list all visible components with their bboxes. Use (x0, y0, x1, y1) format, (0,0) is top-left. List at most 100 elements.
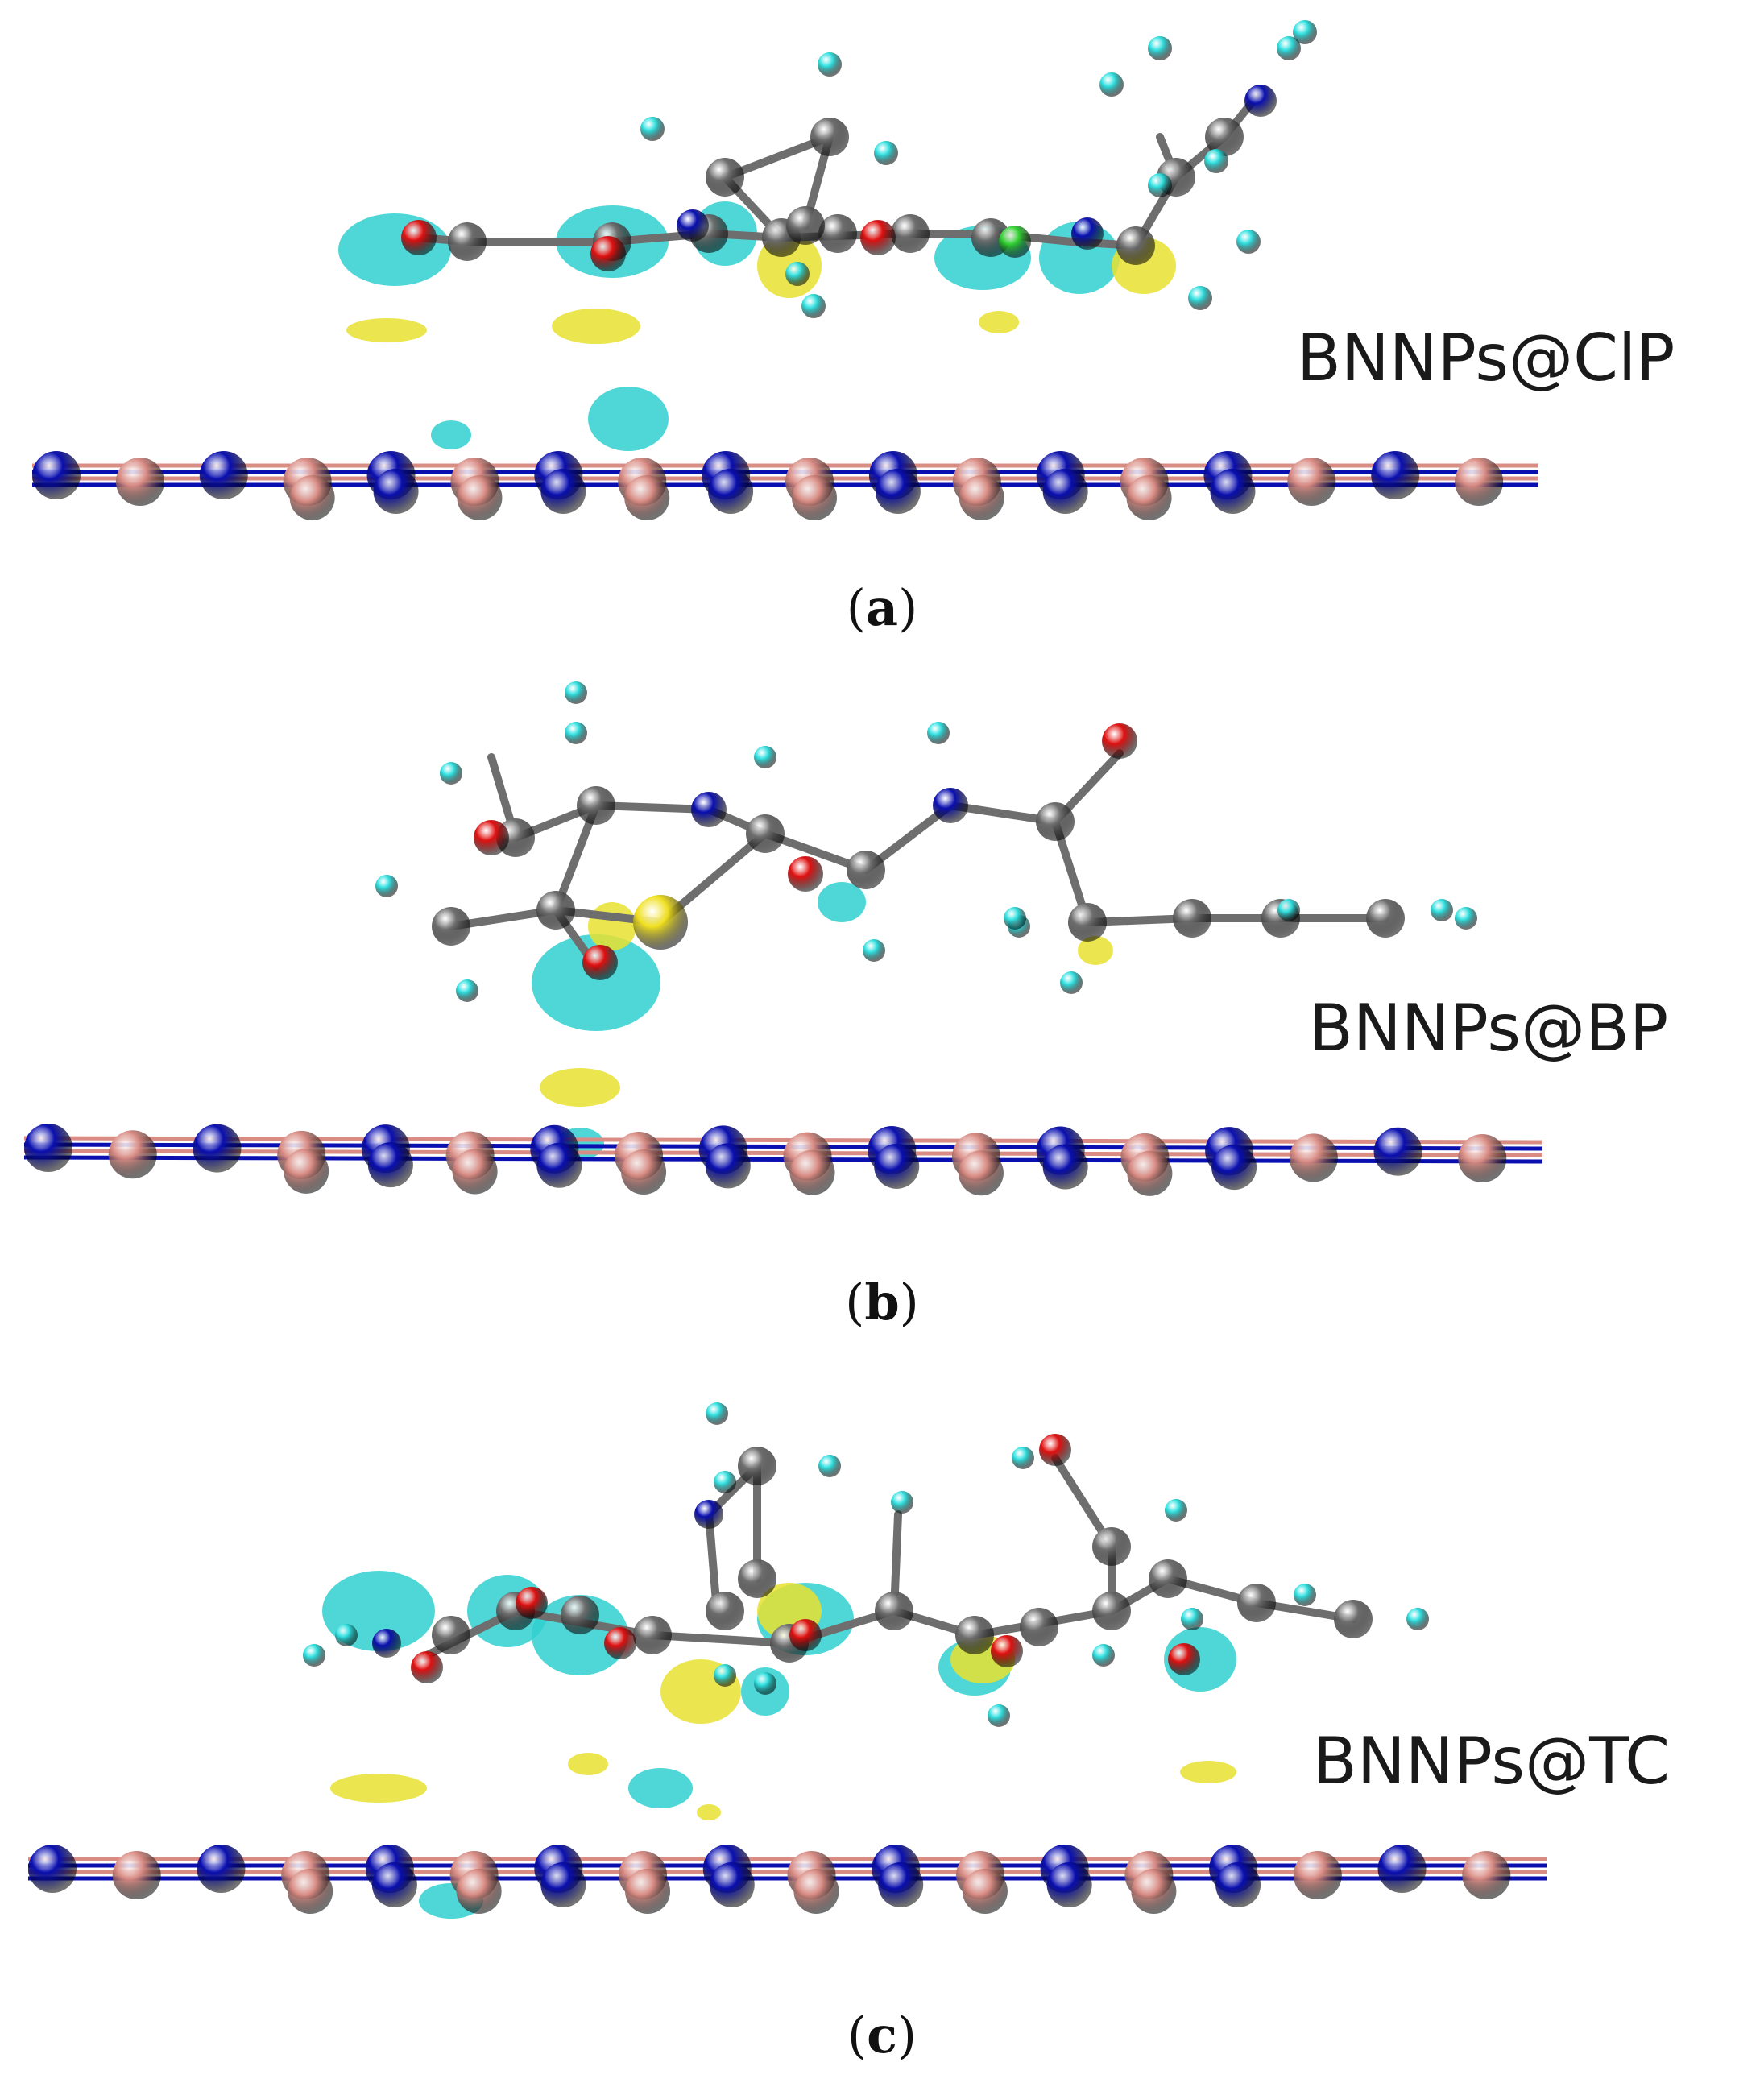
carbon-atom (432, 907, 470, 946)
carbon-atom (875, 1592, 913, 1630)
boron-atom (452, 1149, 498, 1195)
nitrogen-atom (373, 469, 419, 514)
boron-atom (959, 475, 1004, 520)
hydrogen-atom (1165, 1499, 1187, 1522)
boron-atom (1127, 1150, 1173, 1196)
boron-atom (284, 1148, 329, 1194)
chlorine-atom (999, 226, 1031, 258)
hydrogen-atom (565, 681, 587, 704)
isosurface-negative (338, 213, 451, 286)
oxygen-atom (991, 1635, 1023, 1667)
carbon-atom (746, 814, 785, 853)
oxygen-atom (1102, 723, 1137, 759)
hydrogen-atom (1277, 899, 1300, 921)
boron-atom (1126, 475, 1172, 520)
oxygen-atom (411, 1651, 443, 1683)
boron-atom (1462, 1851, 1511, 1899)
hydrogen-atom (640, 117, 665, 141)
carbon-atom (1068, 903, 1107, 942)
hydrogen-atom (927, 722, 950, 744)
hydrogen-atom (1293, 20, 1317, 44)
nitrogen-atom (874, 1143, 920, 1189)
carbon-atom (818, 214, 857, 253)
isosurface-positive (346, 318, 427, 342)
isosurface-negative (588, 387, 669, 451)
isosurface-negative (431, 420, 471, 449)
hydrogen-atom (1431, 899, 1453, 921)
nitrogen-atom (372, 1629, 401, 1658)
panel-b-structure (23, 681, 1543, 1196)
carbon-atom (706, 158, 744, 197)
carbon-atom (955, 1616, 994, 1654)
nitrogen-atom (32, 451, 81, 499)
boron-atom (624, 475, 670, 520)
carbon-atom (536, 891, 575, 930)
nitrogen-atom (193, 1124, 242, 1173)
panel-c-structure (28, 1402, 1547, 1919)
boron-atom (457, 475, 503, 520)
oxygen-atom (590, 236, 626, 271)
hydrogen-atom (1277, 36, 1301, 60)
nitrogen-atom (1244, 85, 1277, 117)
oxygen-atom (788, 856, 823, 892)
boron-atom (115, 458, 164, 506)
isosurface-negative (628, 1768, 693, 1808)
oxygen-atom (789, 1619, 822, 1651)
nitrogen-atom (1371, 451, 1420, 499)
boron-atom (1458, 1134, 1507, 1182)
hydrogen-atom (863, 939, 885, 962)
sheet-bond (23, 1142, 1543, 1151)
nitrogen-atom (708, 469, 754, 514)
hydrogen-atom (1181, 1608, 1203, 1630)
carbon-atom (1366, 899, 1405, 938)
panel-c: BNNPs@TC (c) (0, 1369, 1764, 2083)
oxygen-atom (860, 220, 896, 255)
boron-atom (621, 1149, 667, 1195)
hydrogen-atom (1455, 907, 1477, 930)
isosurface-positive (540, 1068, 620, 1107)
boron-atom (108, 1130, 157, 1179)
nitrogen-atom (933, 788, 968, 823)
oxygen-atom (474, 820, 509, 855)
boron-atom (456, 1869, 502, 1914)
boron-atom (1455, 458, 1504, 506)
hydrogen-atom (1236, 230, 1261, 254)
caption-b: (b) (845, 1273, 919, 1331)
hydrogen-atom (801, 294, 826, 318)
nitrogen-atom (677, 209, 709, 242)
hydrogen-atom (1092, 1644, 1115, 1667)
sheet-bond (23, 1136, 1543, 1145)
hydrogen-atom (375, 875, 398, 897)
carbon-atom (891, 214, 930, 253)
nitrogen-atom (24, 1124, 72, 1172)
boron-atom (625, 1869, 671, 1914)
oxygen-atom (1168, 1643, 1200, 1675)
hydrogen-atom (1294, 1584, 1316, 1606)
bond (648, 1631, 793, 1647)
boron-atom (789, 1149, 835, 1195)
nitrogen-atom (1377, 1845, 1427, 1893)
caption-c-letter: c (867, 2006, 897, 2064)
carbon-atom (577, 786, 615, 825)
isosurface-positive (697, 1804, 721, 1820)
hydrogen-atom (1188, 286, 1212, 310)
hydrogen-atom (714, 1664, 736, 1687)
hydrogen-atom (1148, 173, 1172, 197)
hydrogen-atom (714, 1471, 736, 1493)
hydrogen-atom (335, 1624, 358, 1646)
nitrogen-atom (367, 1142, 413, 1188)
hydrogen-atom (1012, 1447, 1034, 1469)
boron-atom (1293, 1851, 1342, 1899)
nitrogen-atom (1373, 1127, 1422, 1176)
carbon-atom (448, 222, 487, 261)
panel-a: BNNPs@ClP (a) (0, 0, 1764, 644)
nitrogen-atom (705, 1143, 751, 1189)
carbon-atom (847, 851, 885, 889)
nitrogen-atom (1215, 1862, 1261, 1907)
hydrogen-atom (1099, 72, 1124, 97)
carbon-atom (1334, 1600, 1373, 1638)
nitrogen-atom (1071, 217, 1104, 250)
hydrogen-atom (1204, 149, 1228, 173)
carbon-atom (810, 118, 849, 156)
hydrogen-atom (440, 762, 462, 785)
